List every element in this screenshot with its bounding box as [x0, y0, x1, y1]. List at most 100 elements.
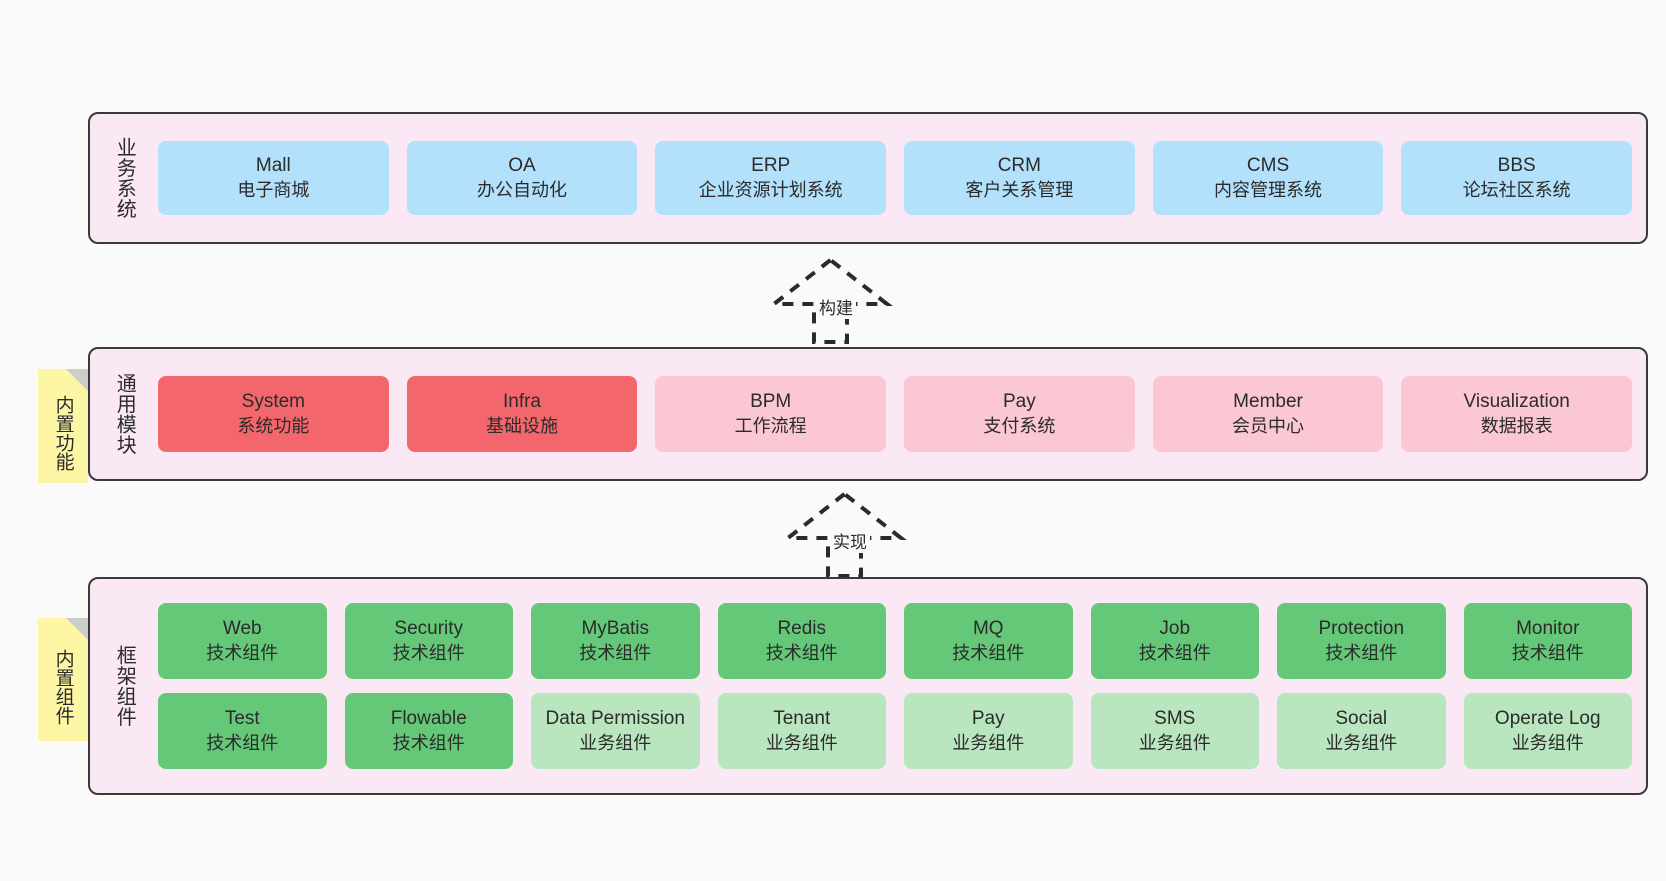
generalization-arrow-icon: [768, 257, 893, 344]
card-subtitle: 业务组件: [765, 732, 838, 753]
card-pay-component[interactable]: Pay 业务组件: [904, 693, 1073, 769]
card-subtitle: 技术组件: [765, 642, 838, 663]
card-subtitle: 业务组件: [1325, 732, 1398, 753]
card-title: Pay: [971, 708, 1005, 730]
card-title: Job: [1159, 618, 1191, 640]
card-system[interactable]: System 系统功能: [158, 376, 389, 452]
card-social[interactable]: Social 业务组件: [1277, 693, 1446, 769]
card-mq[interactable]: MQ 技术组件: [904, 603, 1073, 679]
card-subtitle: 技术组件: [1325, 642, 1398, 663]
card-subtitle: 企业资源计划系统: [698, 179, 843, 200]
card-subtitle: 数据报表: [1480, 415, 1553, 436]
card-mybatis[interactable]: MyBatis 技术组件: [531, 603, 700, 679]
connector-implement: 实现: [772, 491, 917, 578]
card-bbs[interactable]: BBS 论坛社区系统: [1401, 141, 1633, 215]
card-title: OA: [508, 155, 536, 177]
card-test[interactable]: Test 技术组件: [158, 693, 327, 769]
card-mall[interactable]: Mall 电子商城: [158, 141, 389, 215]
card-data-permission[interactable]: Data Permission 业务组件: [531, 693, 700, 769]
card-subtitle: 业务组件: [579, 732, 652, 753]
card-subtitle: 技术组件: [579, 642, 652, 663]
layer-title-business-systems: 业务系统: [113, 137, 136, 219]
card-title: MQ: [972, 618, 1004, 640]
card-title: Infra: [502, 391, 542, 413]
card-subtitle: 支付系统: [983, 415, 1056, 436]
card-flowable[interactable]: Flowable 技术组件: [344, 693, 513, 769]
sticky-note-builtin-components: 内置组件: [38, 618, 88, 741]
card-subtitle: 会员中心: [1232, 415, 1305, 436]
card-sms[interactable]: SMS 业务组件: [1090, 693, 1259, 769]
card-infra[interactable]: Infra 基础设施: [406, 376, 638, 452]
sticky-note-label: 内置组件: [52, 648, 74, 725]
card-subtitle: 技术组件: [392, 642, 465, 663]
card-title: Data Permission: [545, 708, 685, 730]
card-title: Operate Log: [1494, 708, 1601, 730]
connector-label: 实现: [830, 528, 870, 553]
card-visualization[interactable]: Visualization 数据报表: [1401, 376, 1633, 452]
sticky-note-builtin-functions: 内置功能: [38, 369, 88, 483]
card-bpm[interactable]: BPM 工作流程: [655, 376, 887, 452]
card-member[interactable]: Member 会员中心: [1152, 376, 1384, 452]
layer-common-modules: 通用模块 System 系统功能 Infra 基础设施 BPM 工作流程 Pay…: [88, 347, 1648, 481]
card-subtitle: 内容管理系统: [1214, 179, 1323, 200]
card-subtitle: 技术组件: [1511, 642, 1584, 663]
card-subtitle: 工作流程: [734, 415, 807, 436]
card-tenant[interactable]: Tenant 业务组件: [717, 693, 886, 769]
layer-title-framework-components: 框架组件: [113, 645, 136, 727]
card-subtitle: 客户关系管理: [965, 179, 1074, 200]
card-title: Member: [1233, 391, 1303, 413]
card-operate-log[interactable]: Operate Log 业务组件: [1463, 693, 1632, 769]
card-title: CRM: [997, 155, 1041, 177]
card-subtitle: 技术组件: [206, 642, 279, 663]
card-pay-module[interactable]: Pay 支付系统: [904, 376, 1135, 452]
card-protection[interactable]: Protection 技术组件: [1277, 603, 1446, 679]
page-fold-icon: [66, 369, 88, 391]
card-title: BPM: [750, 391, 792, 413]
card-subtitle: 论坛社区系统: [1462, 179, 1571, 200]
card-title: System: [241, 391, 306, 413]
card-monitor[interactable]: Monitor 技术组件: [1463, 603, 1632, 679]
layer-body-business-systems: Mall 电子商城 OA 办公自动化 ERP 企业资源计划系统 CRM 客户关系…: [144, 126, 1633, 230]
card-subtitle: 基础设施: [486, 415, 558, 436]
card-job[interactable]: Job 技术组件: [1090, 603, 1259, 679]
connector-build: 构建: [758, 257, 903, 344]
card-subtitle: 业务组件: [1511, 732, 1584, 753]
card-title: Flowable: [390, 708, 467, 730]
card-title: Protection: [1318, 618, 1405, 640]
card-title: SMS: [1154, 708, 1196, 730]
card-cms[interactable]: CMS 内容管理系统: [1152, 141, 1384, 215]
card-row: Test 技术组件 Flowable 技术组件 Data Permission …: [158, 693, 1632, 769]
card-subtitle: 技术组件: [952, 642, 1025, 663]
card-title: Web: [222, 618, 262, 640]
card-title: CMS: [1246, 155, 1290, 177]
card-title: Security: [394, 618, 464, 640]
layer-body-common-modules: System 系统功能 Infra 基础设施 BPM 工作流程 Pay 支付系统…: [144, 361, 1633, 467]
card-subtitle: 技术组件: [1138, 642, 1211, 663]
sticky-note-label: 内置功能: [52, 395, 74, 471]
card-subtitle: 业务组件: [952, 732, 1025, 753]
generalization-arrow-icon: [782, 491, 907, 578]
card-title: Monitor: [1516, 618, 1580, 640]
card-erp[interactable]: ERP 企业资源计划系统: [655, 141, 887, 215]
card-subtitle: 电子商城: [237, 179, 310, 200]
card-subtitle: 业务组件: [1138, 732, 1211, 753]
card-row: Web 技术组件 Security 技术组件 MyBatis 技术组件 Redi…: [158, 603, 1632, 679]
card-oa[interactable]: OA 办公自动化: [406, 141, 638, 215]
card-title: Visualization: [1463, 391, 1570, 413]
card-subtitle: 技术组件: [392, 732, 465, 753]
card-title: Redis: [777, 618, 827, 640]
card-redis[interactable]: Redis 技术组件: [717, 603, 886, 679]
card-title: Social: [1335, 708, 1388, 730]
card-crm[interactable]: CRM 客户关系管理: [904, 141, 1135, 215]
connector-label: 构建: [816, 294, 856, 319]
layer-title-common-modules: 通用模块: [113, 373, 136, 455]
card-subtitle: 办公自动化: [477, 179, 567, 200]
layer-framework-components: 框架组件 Web 技术组件 Security 技术组件 MyBatis 技术组件…: [88, 577, 1648, 795]
card-subtitle: 技术组件: [206, 732, 279, 753]
card-title: Mall: [255, 155, 291, 177]
card-web[interactable]: Web 技术组件: [158, 603, 327, 679]
card-title: Pay: [1002, 391, 1036, 413]
page-fold-icon: [66, 618, 88, 640]
card-security[interactable]: Security 技术组件: [344, 603, 513, 679]
